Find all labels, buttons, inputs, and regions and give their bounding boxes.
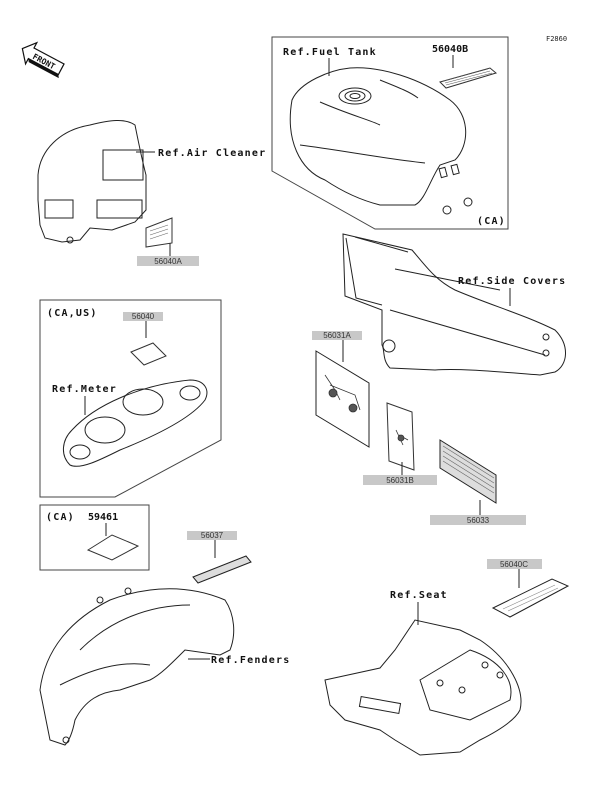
part-56040A-label[interactable]: 56040A xyxy=(154,257,182,266)
fuel-tank-drawing xyxy=(289,67,467,206)
ref-fuel-tank-label[interactable]: Ref.Fuel Tank xyxy=(283,47,377,58)
front-arrow-icon: FRONT xyxy=(21,41,65,79)
seat-group: 56040C Ref.Seat xyxy=(324,559,570,756)
ref-meter-label[interactable]: Ref.Meter xyxy=(52,384,117,395)
fuel-tank-region-label: (CA) xyxy=(477,216,506,227)
label-56040B xyxy=(439,67,498,89)
part-56040-label[interactable]: 56040 xyxy=(132,312,155,321)
label-56037 xyxy=(192,555,252,584)
warning-label-group: (CA) 59461 xyxy=(39,504,150,571)
meter-box xyxy=(39,299,222,498)
part-56040C-label[interactable]: 56040C xyxy=(500,560,528,569)
label-59461 xyxy=(86,534,140,561)
fuel-tank-group: Ref.Fuel Tank 56040B (CA) xyxy=(271,36,509,230)
frame-labels-group: 56031A 56031B 56033 xyxy=(312,331,526,525)
fenders-group: 56037 Ref.Fenders xyxy=(39,531,290,746)
ref-seat-label[interactable]: Ref.Seat xyxy=(390,590,448,601)
meter-region-label: (CA,US) xyxy=(47,308,98,319)
side-covers-drawing xyxy=(342,233,566,376)
part-56037-label[interactable]: 56037 xyxy=(201,531,224,540)
label-56040A xyxy=(145,217,173,248)
air-cleaner-group: Ref.Air Cleaner 56040A xyxy=(37,120,266,266)
fenders-drawing xyxy=(39,588,235,746)
part-59461-label[interactable]: 59461 xyxy=(88,512,118,523)
warning-region-label: (CA) xyxy=(46,512,75,523)
part-56031A-label[interactable]: 56031A xyxy=(323,331,351,340)
fuel-tank-box xyxy=(271,36,509,230)
meter-drawing xyxy=(63,379,208,467)
label-56040 xyxy=(130,342,167,366)
ref-air-cleaner-label[interactable]: Ref.Air Cleaner xyxy=(158,147,266,159)
part-56033-label[interactable]: 56033 xyxy=(467,516,490,525)
ref-fenders-label[interactable]: Ref.Fenders xyxy=(211,655,290,666)
warning-label-box xyxy=(39,504,150,571)
label-56040C xyxy=(491,578,570,618)
side-covers-group: Ref.Side Covers xyxy=(342,233,566,376)
part-56031B-label[interactable]: 56031B xyxy=(386,476,414,485)
air-cleaner-drawing xyxy=(37,120,147,243)
part-56040B-label[interactable]: 56040B xyxy=(432,44,468,55)
label-56031A xyxy=(315,350,370,448)
meter-group: (CA,US) 56040 Ref.Meter xyxy=(39,299,222,498)
figure-id: F2860 xyxy=(546,35,567,43)
seat-drawing xyxy=(324,619,522,756)
ref-side-covers-label[interactable]: Ref.Side Covers xyxy=(458,275,566,287)
